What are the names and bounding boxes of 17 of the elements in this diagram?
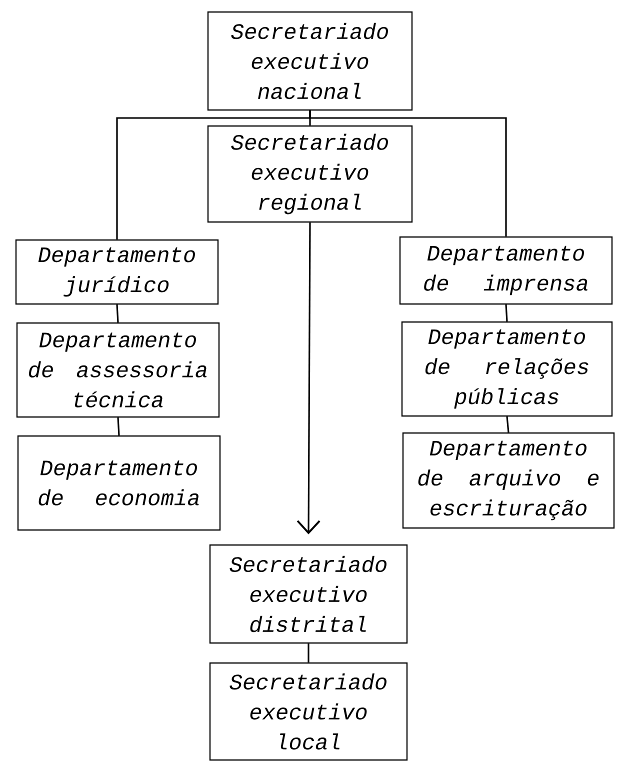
org-box: Secretariado executivo regional: [207, 125, 413, 223]
org-box: Departamento de relações públicas: [401, 321, 613, 417]
org-box: Departamento jurídico: [15, 239, 219, 305]
connector-line: [308, 644, 310, 662]
org-box: Secretariado executivo nacional: [207, 11, 413, 111]
connector-line: [116, 304, 119, 322]
connector-line: [506, 416, 510, 432]
arrow: [296, 222, 320, 534]
connector-line: [117, 418, 120, 436]
connector-line: [309, 110, 507, 236]
org-box: Secretariado executivo distrital: [209, 544, 408, 644]
connector-line: [505, 304, 508, 322]
org-box: Departamento de imprensa: [399, 236, 613, 305]
org-box: Departamento de arquivo e escrituração: [402, 432, 615, 529]
org-box: Secretariado executivo local: [209, 662, 408, 761]
org-box: Departamento de assessoria técnica: [16, 322, 220, 418]
org-box: Departamento de economia: [17, 435, 221, 531]
